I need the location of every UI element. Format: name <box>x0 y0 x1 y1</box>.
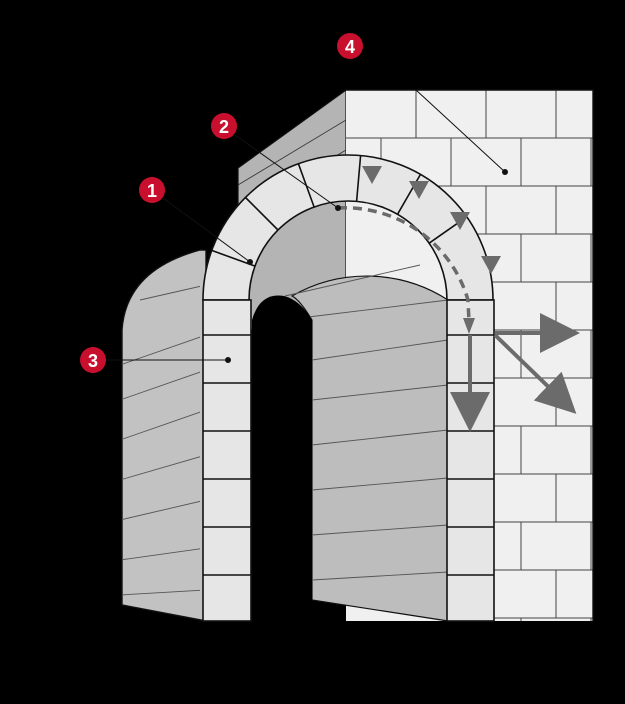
voussoir-joint <box>244 196 279 231</box>
voussoir-joint <box>355 155 362 202</box>
down-triangle-icon <box>409 181 429 199</box>
svg-text:3: 3 <box>88 351 98 371</box>
marker-4: 4 <box>337 33 363 59</box>
svg-text:2: 2 <box>219 117 229 137</box>
svg-text:1: 1 <box>147 181 157 201</box>
marker-1: 1 <box>139 177 165 203</box>
thrust-path <box>337 206 475 334</box>
down-triangle-icon <box>450 212 470 230</box>
marker-2: 2 <box>211 113 237 139</box>
svg-text:4: 4 <box>345 37 355 57</box>
down-triangle-icon <box>481 256 501 274</box>
leader-dots <box>225 169 508 363</box>
vault-left-surface <box>121 249 207 622</box>
dashed-arrow-icon <box>463 318 475 334</box>
load-markers <box>362 166 501 274</box>
force-arrows <box>450 313 580 432</box>
leader-lines <box>104 89 506 361</box>
pillar-left <box>202 299 252 622</box>
marker-3: 3 <box>80 347 106 373</box>
down-triangle-icon <box>362 166 382 184</box>
vault-inner-surface <box>252 264 449 622</box>
